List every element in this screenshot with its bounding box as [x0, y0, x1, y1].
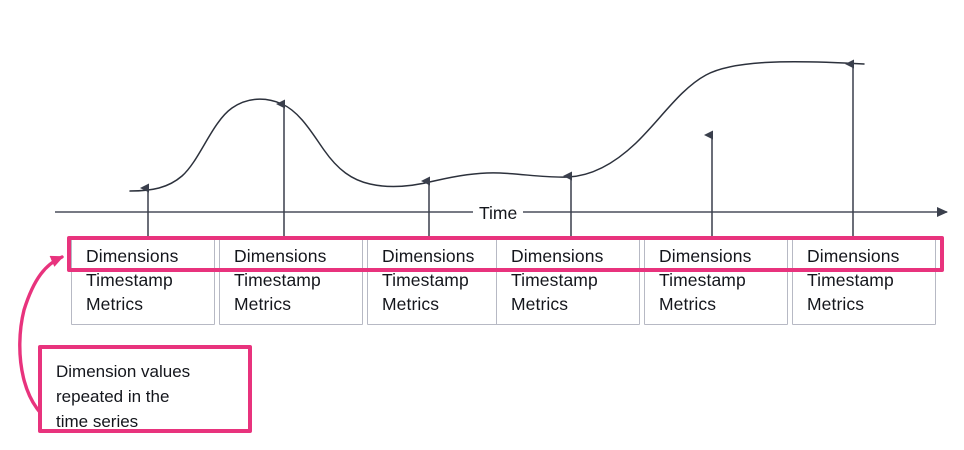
record-field-metrics: Metrics — [659, 294, 717, 314]
record-field-dimensions: Dimensions — [659, 246, 752, 266]
record-field-dimensions: Dimensions — [382, 246, 475, 266]
record-field-dimensions: Dimensions — [86, 246, 179, 266]
record-field-timestamp: Timestamp — [659, 270, 746, 290]
record-field-metrics: Metrics — [86, 294, 144, 314]
callout-connector-arrow — [18, 255, 64, 430]
record-field-timestamp: Timestamp — [234, 270, 321, 290]
record-field-metrics: Metrics — [511, 294, 569, 314]
time-series-curve — [129, 61, 865, 192]
record-field-metrics: Metrics — [234, 294, 292, 314]
record-field-dimensions: Dimensions — [511, 246, 604, 266]
record-field-timestamp: Timestamp — [382, 270, 469, 290]
time-axis-label: Time — [473, 203, 524, 224]
record-field-timestamp: Timestamp — [807, 270, 894, 290]
record-field-dimensions: Dimensions — [234, 246, 327, 266]
record-field-timestamp: Timestamp — [86, 270, 173, 290]
record-field-dimensions: Dimensions — [807, 246, 900, 266]
record-field-metrics: Metrics — [382, 294, 440, 314]
record-field-metrics: Metrics — [807, 294, 865, 314]
callout-text: Dimension values repeated in the time se… — [56, 362, 191, 431]
record-field-timestamp: Timestamp — [511, 270, 598, 290]
dimension-values-callout: Dimension values repeated in the time se… — [38, 345, 252, 433]
